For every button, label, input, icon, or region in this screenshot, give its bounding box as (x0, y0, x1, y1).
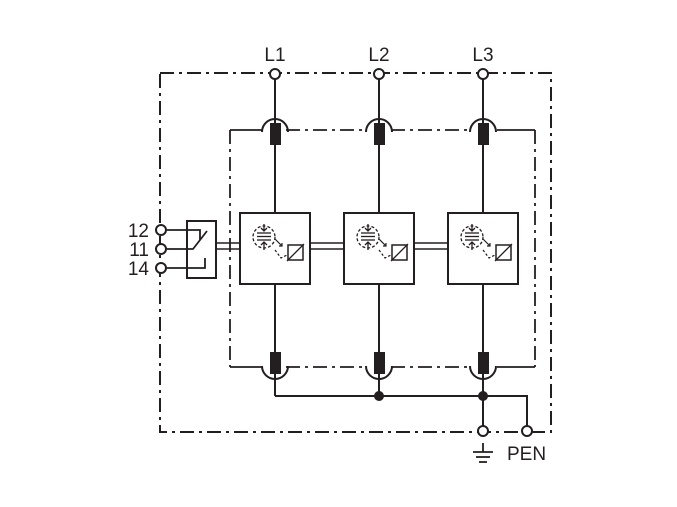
label-contact-12: 12 (128, 221, 149, 242)
bottom-bus (275, 395, 528, 426)
fuse-icon (478, 123, 489, 145)
label-contact-14: 14 (128, 259, 150, 280)
label-l2: L2 (368, 45, 389, 66)
terminal-pen (521, 425, 533, 437)
top-arc-1 (261, 118, 289, 133)
top-arc-3 (469, 118, 497, 133)
fuse-icon (478, 352, 489, 374)
contact-terminal-14 (155, 262, 167, 274)
terminal-earth (477, 425, 489, 437)
fuse-icon (374, 352, 385, 374)
terminal-l1 (269, 68, 281, 80)
bottom-arc-1 (261, 365, 289, 380)
fuse-icon (270, 352, 281, 374)
terminal-l3 (477, 68, 489, 80)
signalling-contact-icon (167, 229, 208, 269)
protection-module-2 (343, 212, 415, 285)
inner-frame-solid (230, 129, 535, 368)
junction-dot (374, 391, 384, 401)
housing-outline (159, 72, 552, 433)
label-pen: PEN (507, 444, 546, 465)
label-l3: L3 (472, 45, 493, 66)
top-arc-2 (365, 118, 393, 133)
protection-module-3 (447, 212, 519, 285)
contact-terminal-12 (155, 224, 167, 236)
contact-terminal-11 (155, 243, 167, 255)
fuse-icon (270, 123, 281, 145)
fuse-icon (374, 123, 385, 145)
junction-dot (478, 391, 488, 401)
label-contact-11: 11 (129, 240, 149, 261)
bottom-arc-2 (365, 365, 393, 380)
terminal-l2 (373, 68, 385, 80)
bottom-arc-3 (469, 365, 497, 380)
label-l1: L1 (264, 45, 285, 66)
ground-symbol-icon (473, 443, 493, 463)
mechanical-link (215, 242, 448, 250)
